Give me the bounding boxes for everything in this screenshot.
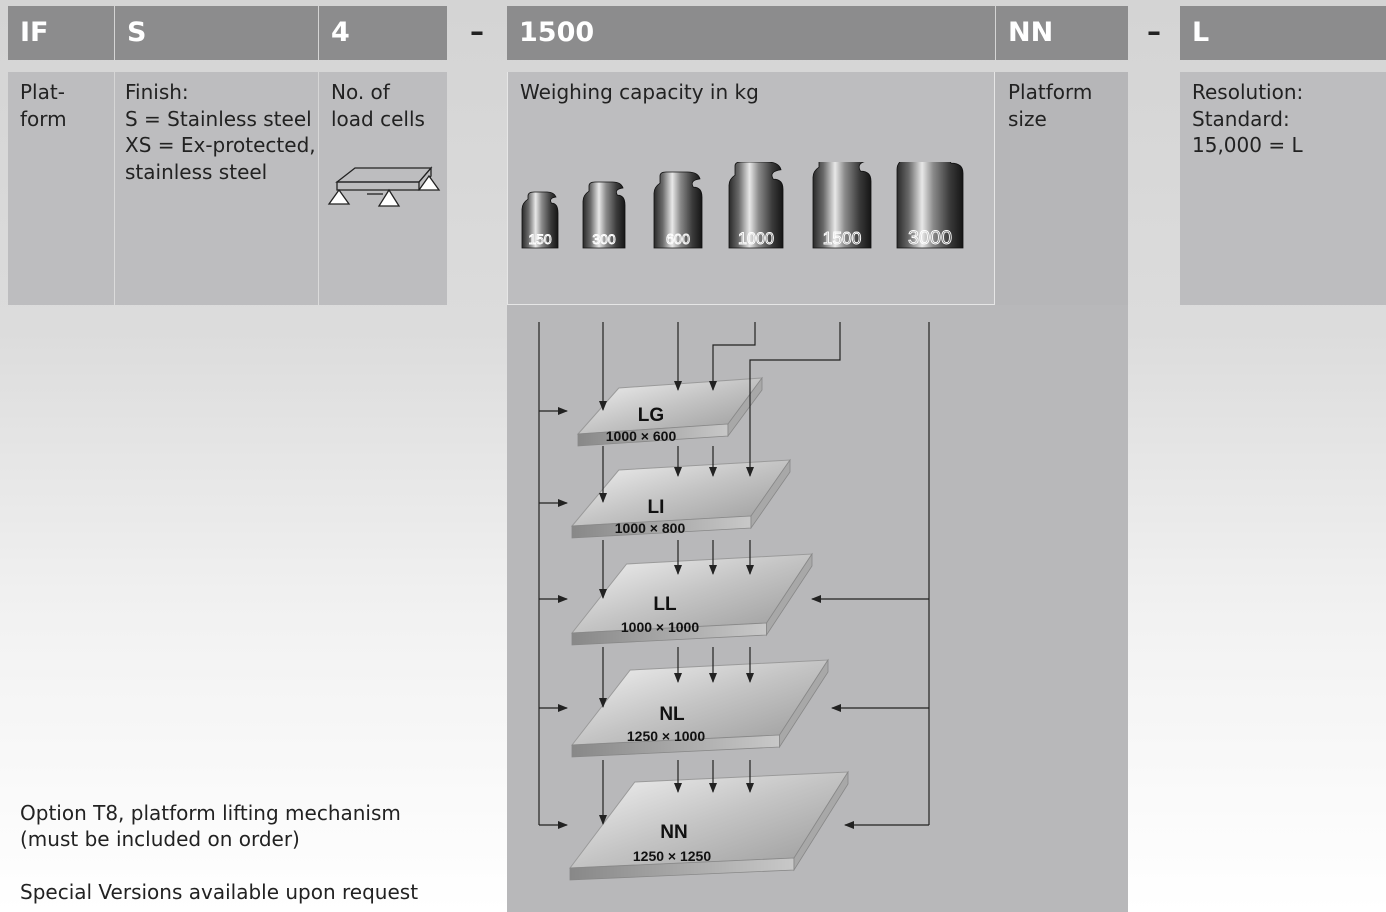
weight-1000: 1000 — [728, 162, 784, 248]
desc-load-cells: No. of load cells — [319, 72, 447, 305]
desc-line: Finish: — [125, 80, 189, 104]
platform-code-label: LI — [648, 497, 665, 518]
header-dash-2: – — [1147, 15, 1161, 48]
special-note: Special Versions available upon request — [20, 879, 418, 905]
desc-platform: Plat- form — [8, 72, 114, 305]
weight-3000: 3000 — [896, 162, 964, 249]
weight-label: 1500 — [823, 228, 862, 248]
platform-lg: LG 1000 × 600 — [576, 376, 764, 447]
desc-line: stainless steel — [125, 159, 268, 184]
platform-code-label: LL — [653, 594, 677, 615]
platform-li: LI 1000 × 800 — [570, 458, 791, 539]
platform-code-label: LG — [638, 405, 664, 426]
desc-size: Platform size — [996, 72, 1128, 305]
desc-line: Plat- — [20, 80, 65, 104]
desc-line: form — [20, 106, 67, 131]
header-capacity-code: 1500 — [507, 6, 995, 60]
weight-1500: 1500 — [812, 162, 872, 248]
size-column-background — [995, 72, 1128, 305]
weight-600: 600 — [653, 171, 703, 248]
option-line-2: (must be included on order) — [20, 827, 300, 851]
desc-line: S = Stainless steel — [125, 106, 312, 131]
desc-line: XS = Ex-protected, — [125, 133, 316, 157]
desc-line: Weighing capacity in kg — [520, 80, 759, 104]
header-finish-code: S — [115, 6, 318, 60]
desc-finish: Finish: S = Stainless steel XS = Ex-prot… — [115, 72, 318, 305]
header-platform-code: IF — [8, 6, 114, 60]
platform-nn: NN 1250 × 1250 — [568, 770, 849, 881]
weight-label: 300 — [592, 231, 616, 247]
platform-dims-label: 1000 × 1000 — [621, 619, 699, 635]
platform-dims-label: 1250 × 1000 — [627, 728, 705, 744]
desc-resolution: Resolution: Standard: 15,000 = L — [1180, 72, 1386, 305]
platform-code-label: NN — [660, 822, 687, 843]
platform-code-label: NL — [659, 704, 685, 725]
desc-line: size — [1008, 106, 1047, 131]
desc-line: Resolution: — [1192, 80, 1304, 104]
option-note: Option T8, platform lifting mechanism (m… — [20, 800, 401, 852]
option-line-1: Option T8, platform lifting mechanism — [20, 801, 401, 825]
weight-label: 600 — [666, 232, 690, 248]
desc-line: Standard: — [1192, 106, 1290, 131]
special-versions-text: Special Versions available upon request — [20, 880, 419, 904]
platform-nl: NL 1250 × 1000 — [570, 658, 829, 758]
desc-line: Platform — [1008, 80, 1093, 104]
platform-dims-label: 1250 × 1250 — [633, 848, 711, 864]
weight-label: 150 — [528, 231, 552, 247]
load-cell-icon — [327, 166, 441, 207]
desc-line: No. of — [331, 80, 390, 104]
platform-dims-label: 1000 × 800 — [615, 520, 686, 536]
weight-label: 1000 — [738, 230, 774, 248]
header-load-cells-code: 4 — [319, 6, 447, 60]
header-size-code: NN — [996, 6, 1128, 60]
header-resolution-code: L — [1180, 6, 1386, 60]
weight-150: 150 — [521, 191, 559, 249]
weight-label: 3000 — [908, 227, 952, 249]
platform-ll: LL 1000 × 1000 — [570, 552, 813, 646]
desc-line: 15,000 = L — [1192, 133, 1303, 157]
desc-line: load cells — [331, 106, 425, 131]
weights-illustration: 150 300 600 1000 1500 3000 — [521, 162, 964, 249]
weight-300: 300 — [582, 181, 626, 249]
header-dash-1: – — [470, 15, 484, 48]
platform-dims-label: 1000 × 600 — [606, 428, 677, 444]
